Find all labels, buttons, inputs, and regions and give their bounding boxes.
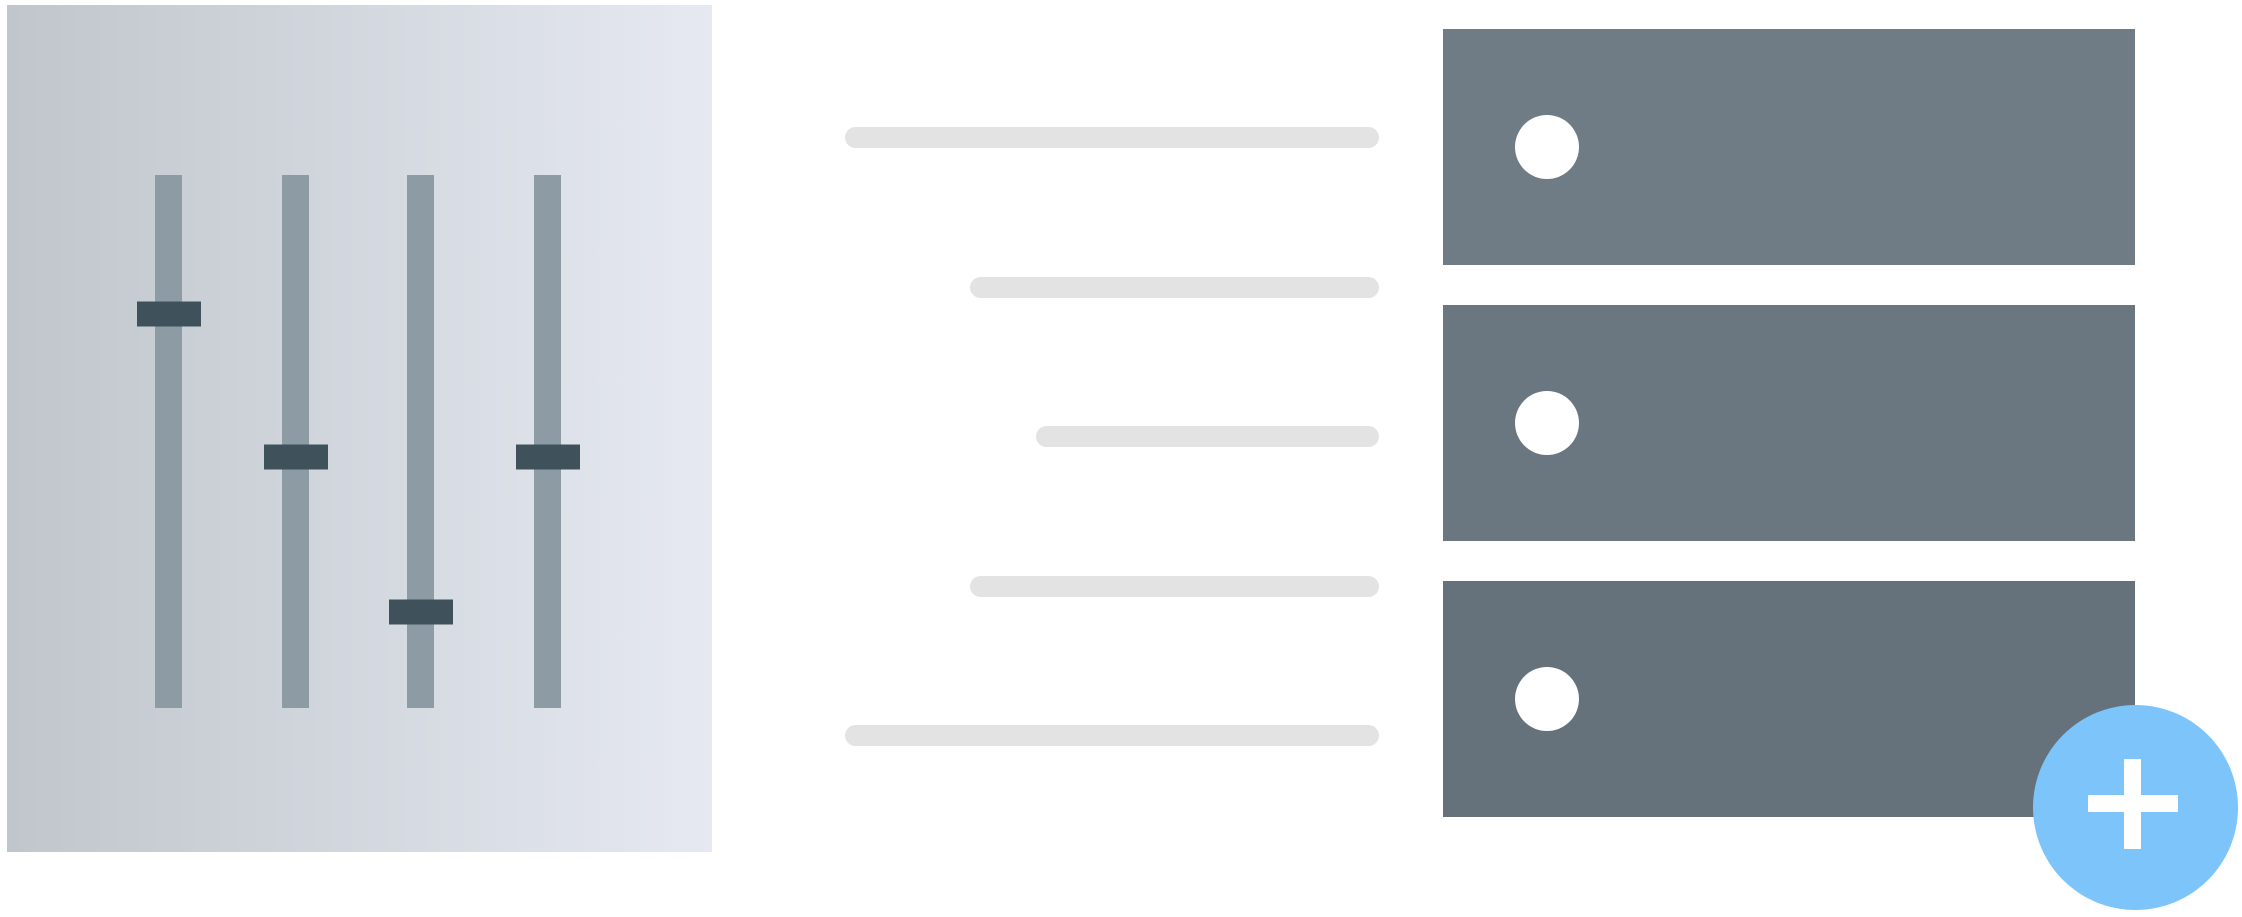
server-led-icon — [1515, 667, 1579, 731]
slider-4[interactable] — [516, 175, 580, 708]
add-button[interactable] — [2033, 705, 2238, 910]
connector-line-3 — [1036, 426, 1379, 447]
slider-track — [155, 175, 182, 708]
server-led-icon — [1515, 115, 1579, 179]
connector-line-5 — [845, 725, 1379, 746]
connector-line-1 — [845, 127, 1379, 148]
connector-line-4 — [970, 576, 1379, 597]
slider-2[interactable] — [264, 175, 328, 708]
slider-handle[interactable] — [516, 444, 580, 470]
slider-track — [407, 175, 434, 708]
server-unit-2 — [1443, 305, 2135, 541]
slider-handle[interactable] — [389, 599, 453, 625]
server-unit-3 — [1443, 581, 2135, 817]
slider-track — [282, 175, 309, 708]
connector-line-2 — [970, 277, 1379, 298]
slider-handle[interactable] — [137, 301, 201, 327]
server-led-icon — [1515, 391, 1579, 455]
slider-track — [534, 175, 561, 708]
slider-1[interactable] — [137, 175, 201, 708]
server-unit-1 — [1443, 29, 2135, 265]
mixer-panel — [7, 5, 712, 852]
slider-handle[interactable] — [264, 444, 328, 470]
slider-3[interactable] — [389, 175, 453, 708]
